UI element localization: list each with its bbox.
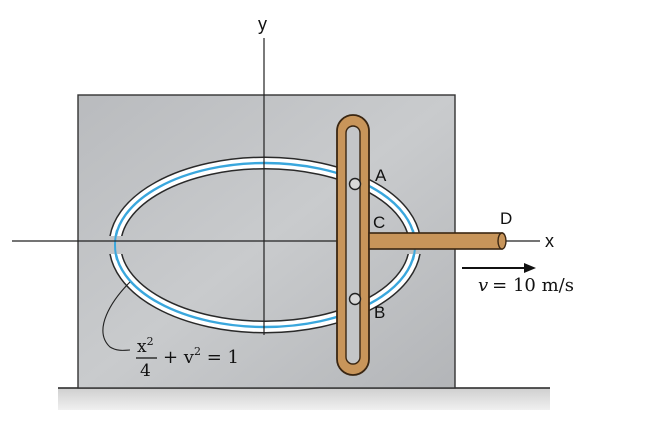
pin-b <box>348 292 362 306</box>
equation-denominator: 4 <box>140 361 151 381</box>
equation-numerator: x2 <box>137 335 154 357</box>
point-d-label: D <box>500 209 512 228</box>
equation-leader <box>102 281 131 351</box>
velocity-value: = 10 m/s <box>492 275 574 296</box>
equation-rest: + v2 = 1 <box>163 345 239 368</box>
push-rod-end <box>497 232 507 250</box>
ellipse-slot-upper <box>109 156 421 236</box>
pin-a <box>348 177 362 191</box>
velocity-label: v= 10 m/s <box>478 275 574 296</box>
ellipse-slot-lower <box>109 254 421 334</box>
ground <box>58 388 550 410</box>
velocity-symbol: v <box>478 275 488 296</box>
velocity-arrow-head <box>524 263 536 273</box>
ellipse-path-left <box>114 229 118 261</box>
point-c-label: C <box>373 213 385 232</box>
point-a-label: A <box>375 166 387 185</box>
slotted-link-slot <box>345 125 361 365</box>
point-b-label: B <box>374 303 385 322</box>
push-rod <box>368 232 503 250</box>
y-axis-label: y <box>258 14 267 34</box>
x-axis-label: x <box>545 231 554 251</box>
